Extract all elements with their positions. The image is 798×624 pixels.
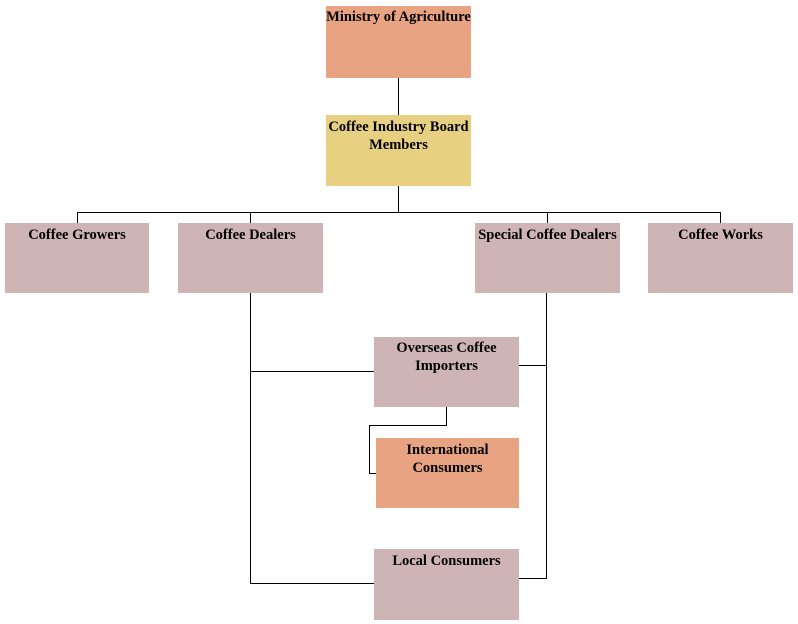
coffee-dealers-box: Coffee Dealers <box>178 223 323 293</box>
connector-ministry-board <box>398 78 399 115</box>
connector-bus-dealers <box>250 212 251 223</box>
connector-board-bus <box>398 186 399 212</box>
special-dealers-label: Special Coffee Dealers <box>478 227 617 243</box>
connector-horizontal-bus <box>77 212 720 213</box>
connector-bus-growers <box>77 212 78 223</box>
connector-intl-vertical <box>369 425 370 473</box>
local-label: Local Consumers <box>392 553 501 569</box>
international-consumers-box: International Consumers <box>376 438 519 508</box>
board-label: Coffee Industry Board Members <box>328 119 469 153</box>
connector-dealers-local <box>250 583 374 584</box>
ministry-label: Ministry of Agriculture <box>326 9 471 25</box>
connector-bus-works <box>720 212 721 223</box>
international-label: International Consumers <box>406 442 489 476</box>
dealers-label: Coffee Dealers <box>205 227 296 243</box>
connector-dealers-vertical <box>250 293 251 583</box>
coffee-growers-box: Coffee Growers <box>5 223 149 293</box>
connector-overseas-left <box>369 425 447 426</box>
special-coffee-dealers-box: Special Coffee Dealers <box>475 223 620 293</box>
ministry-of-agriculture-box: Ministry of Agriculture <box>326 6 471 78</box>
overseas-coffee-importers-box: Overseas Coffee Importers <box>374 337 519 407</box>
connector-special-vertical <box>546 293 547 578</box>
overseas-label: Overseas Coffee Importers <box>396 340 497 374</box>
connector-special-local <box>519 578 547 579</box>
connector-special-overseas <box>519 365 547 366</box>
coffee-works-box: Coffee Works <box>648 223 793 293</box>
local-consumers-box: Local Consumers <box>374 549 519 620</box>
connector-overseas-down <box>446 407 447 425</box>
growers-label: Coffee Growers <box>28 227 126 243</box>
works-label: Coffee Works <box>678 227 763 243</box>
coffee-industry-board-box: Coffee Industry Board Members <box>326 115 471 186</box>
connector-dealers-overseas <box>250 371 374 372</box>
connector-intl-in <box>369 473 376 474</box>
connector-bus-special <box>547 212 548 223</box>
